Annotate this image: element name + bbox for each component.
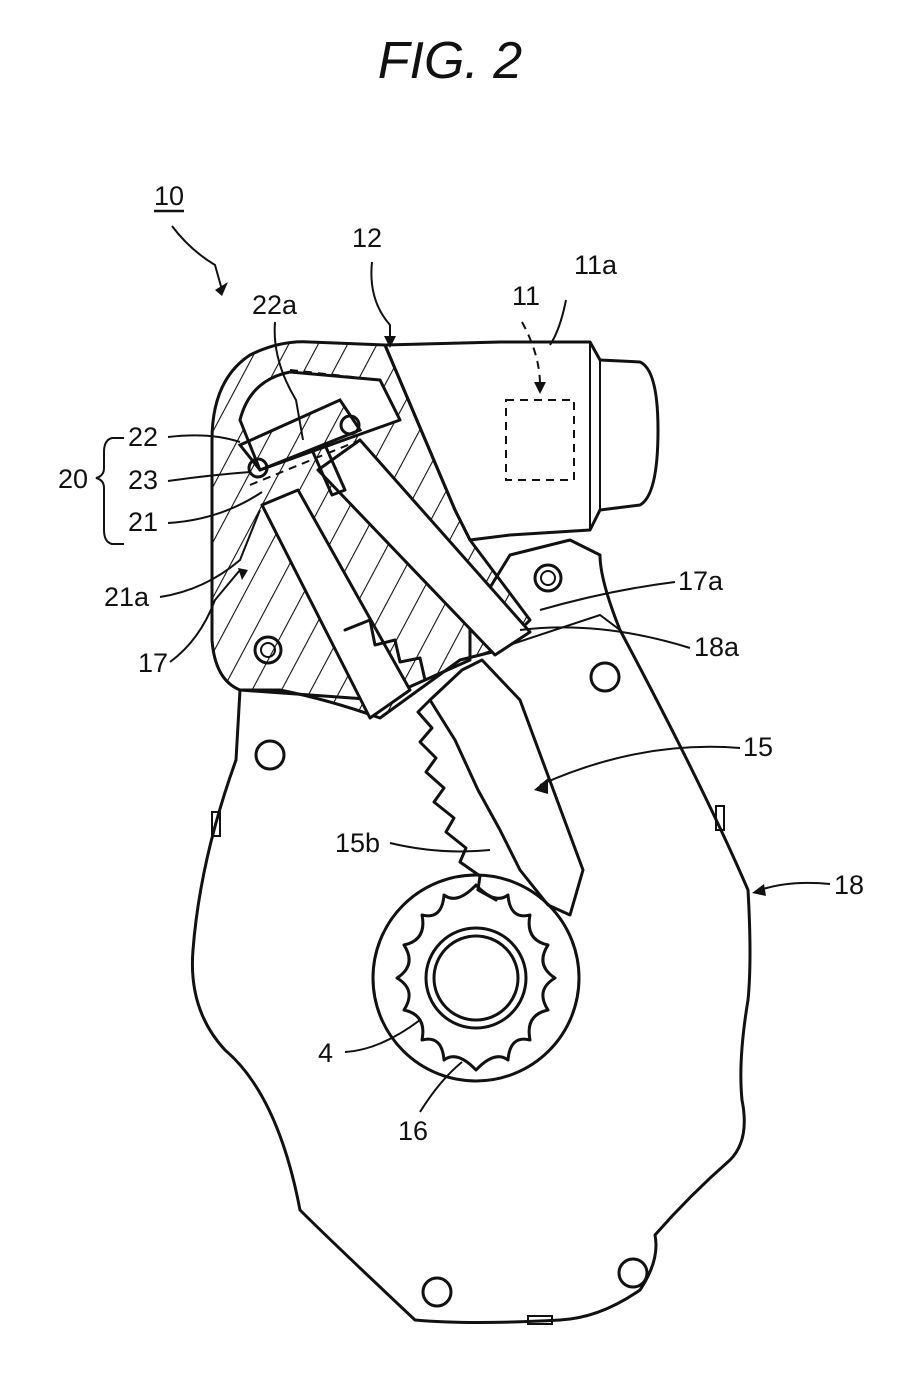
shaft-4-outer [426,928,526,1028]
label-10: 10 [154,181,184,211]
label-23: 23 [128,465,158,495]
label-11: 11 [512,281,540,311]
label-18: 18 [834,870,864,900]
shaft-4 [434,936,518,1020]
label-18a: 18a [694,632,740,662]
label-15b: 15b [335,828,380,858]
label-21a: 21a [104,582,150,612]
figure-title: FIG. 2 [378,32,523,90]
label-22a: 22a [252,290,298,320]
label-11a: 11a [574,250,618,280]
label-4: 4 [318,1038,333,1068]
label-15: 15 [743,732,773,762]
label-17: 17 [138,648,168,678]
label-20: 20 [58,464,88,494]
label-17a: 17a [678,566,724,596]
label-22: 22 [128,422,158,452]
pinion-16 [373,875,579,1081]
sensor-11-dashed [506,400,574,480]
label-21: 21 [128,507,158,537]
label-12: 12 [352,223,382,253]
label-16: 16 [398,1116,428,1146]
